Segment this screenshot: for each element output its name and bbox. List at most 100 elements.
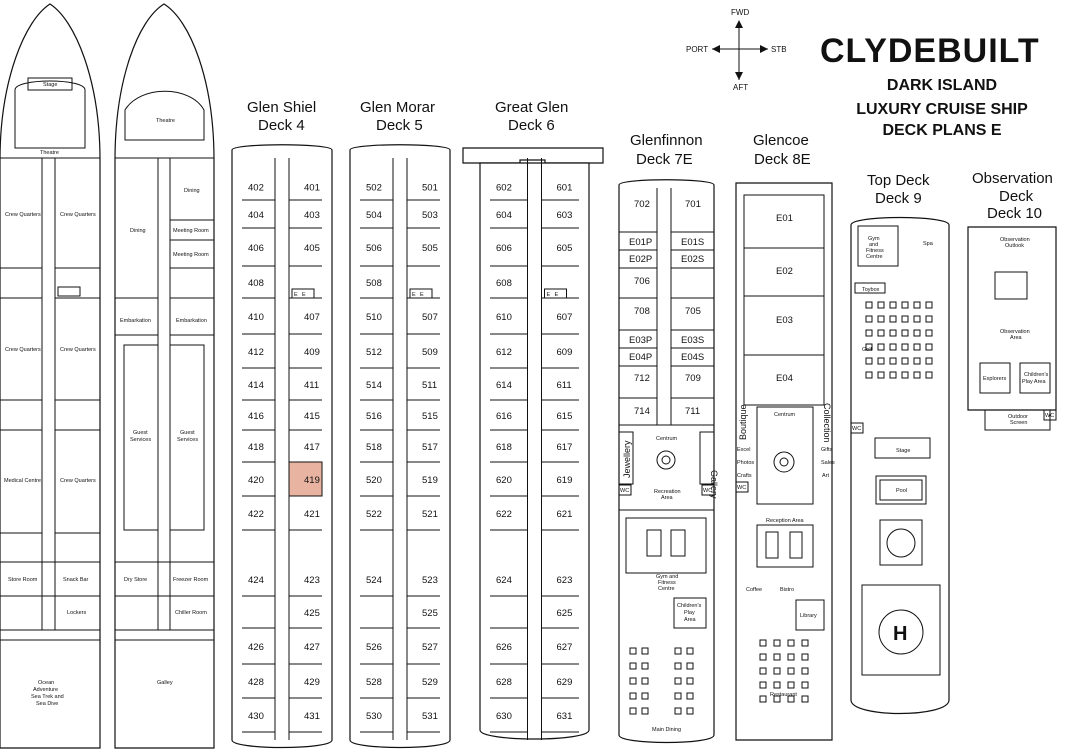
cabin-e04p: E04P <box>629 352 652 363</box>
cabin-e02p: E02P <box>629 254 652 265</box>
hull-b-theatre: Theatre <box>156 118 175 124</box>
dining-table <box>629 707 637 715</box>
dining-table <box>787 695 795 703</box>
hull-a-lockers: Lockers <box>67 610 87 616</box>
dining-table <box>801 681 809 689</box>
cabin-607: 607 <box>557 312 573 323</box>
cabin-709: 709 <box>685 373 701 384</box>
dining-table <box>889 343 897 351</box>
cabin-427: 427 <box>304 642 320 653</box>
cabin-514: 514 <box>366 380 382 391</box>
cabin-522: 522 <box>366 509 382 520</box>
cabin-701: 701 <box>685 199 701 210</box>
hull-b-services-2: Services <box>177 437 198 443</box>
cabin-414: 414 <box>248 380 264 391</box>
dining-table <box>773 667 781 675</box>
dining-table <box>901 301 909 309</box>
deck-5-name: Glen Morar <box>360 99 435 116</box>
compass-arrows <box>712 20 768 80</box>
dining-table <box>913 301 921 309</box>
hull-b-meeting-room-1: Meeting Room <box>173 228 209 234</box>
hull-b: Theatre Dining Dining Meeting Room Meeti… <box>114 3 215 749</box>
dining-table <box>877 343 885 351</box>
cabin-523: 523 <box>422 575 438 586</box>
cabin-512: 512 <box>366 347 382 358</box>
cabin-530: 530 <box>366 711 382 722</box>
cabin-712: 712 <box>634 373 650 384</box>
dining-table <box>801 667 809 675</box>
suite-e01: E01 <box>776 213 793 224</box>
compass-aft: AFT <box>733 83 749 92</box>
cabin-503: 503 <box>422 210 438 221</box>
deck-7e-recreation-1: Recreation <box>654 489 681 495</box>
dining-table <box>865 343 873 351</box>
dining-table <box>925 315 933 323</box>
deck-7e-play-3: Area <box>684 617 697 623</box>
hull-b-embarkation-1: Embarkation <box>120 318 151 324</box>
dining-table <box>925 343 933 351</box>
cabin-428: 428 <box>248 677 264 688</box>
dining-table <box>686 707 694 715</box>
cabin-407: 407 <box>304 312 320 323</box>
hull-b-guest-2: Guest <box>180 430 195 436</box>
deck-9-pool: Pool <box>896 488 907 494</box>
dining-table <box>674 692 682 700</box>
cabin-505: 505 <box>422 243 438 254</box>
cabin-e02s: E02S <box>681 254 704 265</box>
cabin-424: 424 <box>248 575 264 586</box>
dining-table <box>674 707 682 715</box>
deck-10-name: Observation <box>972 170 1053 187</box>
hull-b-meeting-room-2: Meeting Room <box>173 252 209 258</box>
dining-table <box>759 639 767 647</box>
deck-8e-bistro: Bistro <box>780 587 794 593</box>
brand-logo: CLYDEBUILT <box>820 32 1040 70</box>
deck-7e-recreation-2: Area <box>661 495 674 501</box>
hull-a-ocean-3: Sea Trek and <box>31 694 64 700</box>
cabin-404: 404 <box>248 210 264 221</box>
cabin-406: 406 <box>248 243 264 254</box>
cabin-411: 411 <box>304 380 319 391</box>
dining-table <box>889 301 897 309</box>
dining-table <box>877 329 885 337</box>
compass-stb: STB <box>771 45 787 54</box>
cabin-429: 429 <box>304 677 320 688</box>
cabin-408: 408 <box>248 278 264 289</box>
hull-a-crew-quarters-2: Crew Quarters <box>60 212 96 218</box>
cabin-627: 627 <box>557 642 573 653</box>
cabin-528: 528 <box>366 677 382 688</box>
selected-cabin-highlight[interactable] <box>288 461 323 497</box>
dining-table <box>913 371 921 379</box>
hull-a-crew-quarters-1: Crew Quarters <box>5 212 41 218</box>
cabin-430: 430 <box>248 711 264 722</box>
cabin-625: 625 <box>557 608 573 619</box>
cabin-417: 417 <box>304 442 320 453</box>
deck-10: Observation Deck Deck 10 Observation Out… <box>967 170 1057 431</box>
deck-10-screen-2: Screen <box>1010 420 1027 426</box>
deck-7e-centrum: Centrum <box>656 436 678 442</box>
cabin-609: 609 <box>557 347 573 358</box>
lift-label: E <box>547 292 551 298</box>
dining-table <box>641 677 649 685</box>
cabin-518: 518 <box>366 442 382 453</box>
dining-table <box>865 357 873 365</box>
dining-table <box>787 681 795 689</box>
cabin-618: 618 <box>496 442 512 453</box>
dining-table <box>686 647 694 655</box>
deck-8e-restaurant: Restaurant <box>770 692 797 698</box>
cabin-624: 624 <box>496 575 512 586</box>
deck-7e-gym-3: Centre <box>658 586 675 592</box>
cabin-706: 706 <box>634 276 650 287</box>
dining-table <box>913 357 921 365</box>
dining-table <box>629 647 637 655</box>
deck-9: Top Deck Deck 9 Gym and Fitness Centre S… <box>850 172 950 715</box>
dining-table <box>877 371 885 379</box>
hull-b-guest-1: Guest <box>133 430 148 436</box>
hull-b-freezer-room: Freezer Room <box>173 577 209 583</box>
cabin-601: 601 <box>557 183 573 194</box>
cabin-416: 416 <box>248 411 264 422</box>
deck-7e-play-2: Play <box>684 610 695 616</box>
cabin-515: 515 <box>422 411 438 422</box>
deck-6-number: Deck 6 <box>508 117 555 134</box>
